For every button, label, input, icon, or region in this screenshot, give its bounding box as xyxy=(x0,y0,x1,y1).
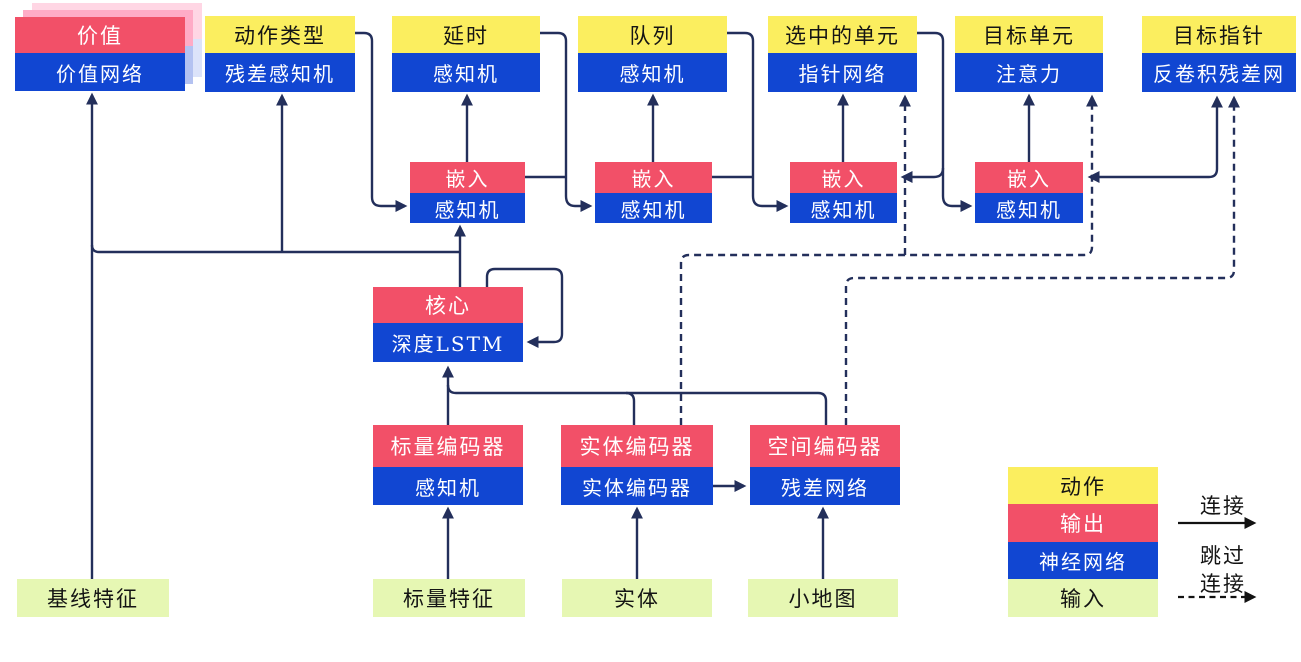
edge-merge2-to-embed3 xyxy=(751,177,789,212)
spatial-encoder-network-label: 残差网络 xyxy=(750,467,900,505)
edge-junction-to-embed4 xyxy=(941,168,973,212)
edge-junction-to-embed3 xyxy=(900,167,945,183)
embed-3-label: 嵌入 xyxy=(790,162,897,193)
node-baseline-features: 基线特征 xyxy=(17,579,169,617)
entity-input-label: 实体 xyxy=(562,579,712,617)
edge-embed4-target-pointer xyxy=(1087,95,1223,183)
scalar-encoder-network-label: 感知机 xyxy=(373,467,523,505)
delay-label: 延时 xyxy=(392,16,540,53)
delay-network-label: 感知机 xyxy=(392,53,540,92)
node-target-unit: 目标单元 注意力 xyxy=(955,16,1103,92)
legend-network-label: 神经网络 xyxy=(1008,542,1158,579)
node-embed-1: 嵌入 感知机 xyxy=(410,162,525,223)
embed-4-network-label: 感知机 xyxy=(975,193,1083,223)
edge-core-branch-horizontal xyxy=(90,244,460,254)
embed-1-network-label: 感知机 xyxy=(410,193,525,223)
edge-encoder-collector xyxy=(446,384,828,425)
skip-spatial-to-deconv xyxy=(844,95,1240,425)
node-selected-units: 选中的单元 指针网络 xyxy=(768,16,917,92)
node-entity-encoder: 实体编码器 实体编码器 xyxy=(561,425,713,505)
action-type-network-label: 残差感知机 xyxy=(205,53,355,92)
legend-output-label: 输出 xyxy=(1008,504,1158,542)
value-output-label: 价值 xyxy=(15,17,185,53)
node-scalar-encoder: 标量编码器 感知机 xyxy=(373,425,523,505)
embed-1-label: 嵌入 xyxy=(410,162,525,193)
entity-encoder-label: 实体编码器 xyxy=(561,425,713,467)
core-network-label: 深度LSTM xyxy=(373,323,523,362)
node-queue: 队列 感知机 xyxy=(578,16,727,92)
embed-3-network-label: 感知机 xyxy=(790,193,897,223)
embed-4-label: 嵌入 xyxy=(975,162,1083,193)
target-pointer-label: 目标指针 xyxy=(1142,16,1296,53)
skip-entity-to-pointer-attention xyxy=(679,94,1098,425)
embed-2-label: 嵌入 xyxy=(595,162,712,193)
value-network-label: 价值网络 xyxy=(15,53,185,91)
legend-skip-label-line1: 跳过 xyxy=(1200,544,1246,568)
edge-queue-out xyxy=(727,31,755,177)
node-embed-3: 嵌入 感知机 xyxy=(790,162,897,223)
legend-action-label: 动作 xyxy=(1008,467,1158,504)
legend-color-key: 动作 输出 神经网络 输入 xyxy=(1008,467,1158,617)
target-pointer-network-label: 反卷积残差网 xyxy=(1142,53,1296,92)
edge-entity-encoder-elbow xyxy=(625,391,636,425)
scalar-encoder-label: 标量编码器 xyxy=(373,425,523,467)
edge-delay-out xyxy=(540,31,568,177)
edge-merge1-to-embed2 xyxy=(564,177,593,212)
queue-network-label: 感知机 xyxy=(578,53,727,92)
node-scalar-features: 标量特征 xyxy=(373,579,525,617)
node-delay: 延时 感知机 xyxy=(392,16,540,92)
node-action-type: 动作类型 残差感知机 xyxy=(205,16,355,92)
scalar-features-label: 标量特征 xyxy=(373,579,525,617)
entity-encoder-network-label: 实体编码器 xyxy=(561,467,713,505)
baseline-features-label: 基线特征 xyxy=(17,579,169,617)
node-spatial-encoder: 空间编码器 残差网络 xyxy=(750,425,900,505)
legend-connection-label: 连接 xyxy=(1200,494,1246,518)
node-minimap-input: 小地图 xyxy=(748,579,898,617)
minimap-input-label: 小地图 xyxy=(748,579,898,617)
spatial-encoder-label: 空间编码器 xyxy=(750,425,900,467)
embed-2-network-label: 感知机 xyxy=(595,193,712,223)
node-core: 核心 深度LSTM xyxy=(373,287,523,362)
queue-label: 队列 xyxy=(578,16,727,53)
node-value: 价值 价值网络 xyxy=(15,17,185,91)
node-embed-2: 嵌入 感知机 xyxy=(595,162,712,223)
core-label: 核心 xyxy=(373,287,523,323)
selected-units-label: 选中的单元 xyxy=(768,16,917,53)
target-unit-label: 目标单元 xyxy=(955,16,1103,53)
node-embed-4: 嵌入 感知机 xyxy=(975,162,1083,223)
edge-selected-units-out xyxy=(917,31,945,168)
legend-skip-label-line2: 连接 xyxy=(1200,572,1246,596)
node-target-pointer: 目标指针 反卷积残差网 xyxy=(1142,16,1296,92)
legend-input-label: 输入 xyxy=(1008,579,1158,617)
selected-units-network-label: 指针网络 xyxy=(768,53,917,92)
node-entity-input: 实体 xyxy=(562,579,712,617)
action-type-label: 动作类型 xyxy=(205,16,355,53)
target-unit-network-label: 注意力 xyxy=(955,53,1103,92)
